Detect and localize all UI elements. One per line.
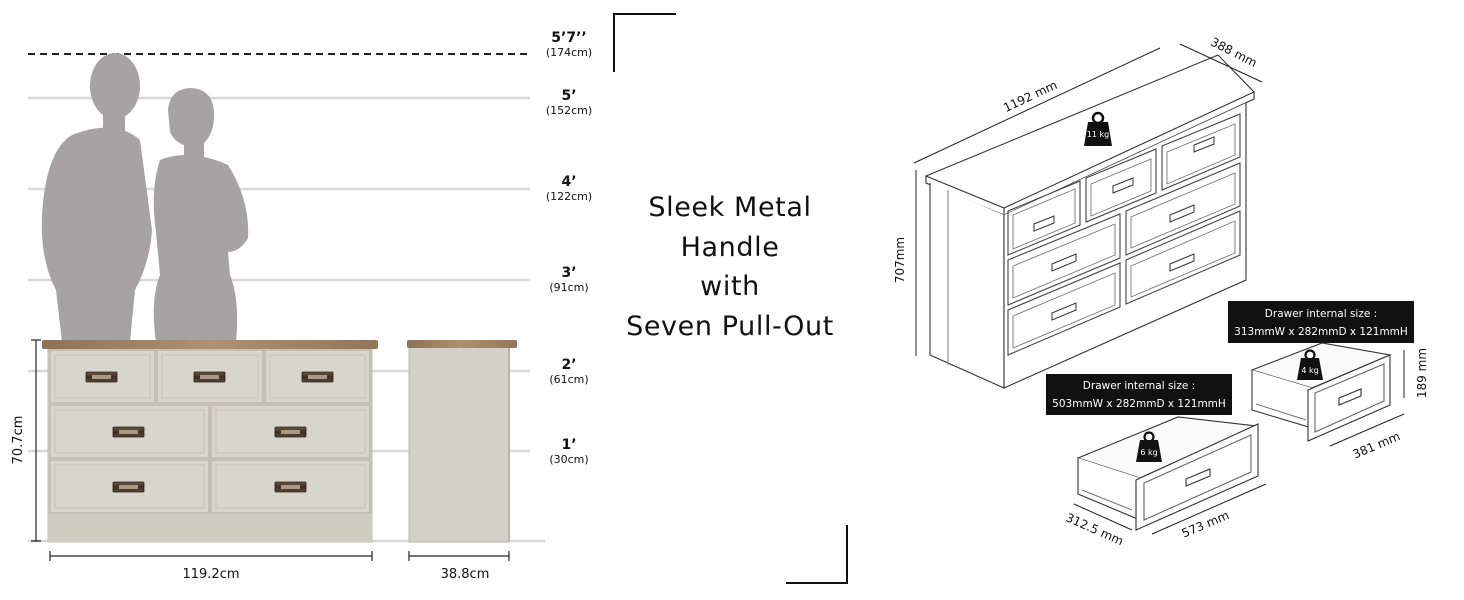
height-label-cm: (122cm) [546,190,592,203]
man-silhouette [41,53,152,342]
wood-top [42,340,378,349]
caption-dims: 503mmW x 282mmD x 121mmH [1052,398,1226,410]
woman-silhouette [153,88,249,342]
dresser-front-view [42,340,378,543]
height-label-ft: 2’ [561,357,576,373]
front-height-label: 70.7cm [11,416,26,465]
small-drawer-load: 4 kg [1297,349,1323,380]
large-drawer-load-label: 6 kg [1140,448,1157,457]
large-drawer-caption: Drawer internal size : 503mmW x 282mmD x… [1046,374,1232,415]
small-drawer-height-label: 189 mm [1415,348,1429,398]
height-label-ft: 3’ [561,265,576,281]
height-label-ft: 1’ [561,437,576,453]
large-drawer-depth-label: 312.5 mm [1064,510,1126,548]
height-label-ft: 5’ [561,88,576,104]
small-drawer-height-dim: 189 mm [1403,348,1429,398]
corner-bracket-top [613,13,676,72]
weight-icon [1297,358,1323,380]
top-load-weight: 11 kg [1084,111,1112,146]
height-label-cm: (152cm) [546,104,592,117]
feature-headline: Sleek Metal Handle with Seven Pull-Out [600,188,860,346]
side-depth-label: 38.8cm [441,567,490,582]
caption-dims: 313mmW x 282mmD x 121mmH [1234,326,1408,338]
iso-height-label: 707mm [893,237,907,283]
corner-bracket-bottom [786,525,848,584]
large-drawer-width-label: 573 mm [1180,508,1232,540]
weight-icon [1136,440,1162,462]
large-drawer-load: 6 kg [1136,431,1162,462]
small-drawer [1250,342,1392,442]
height-label-cm: (61cm) [549,373,588,386]
height-label-cm: (174cm) [546,46,592,59]
dresser-side-view [407,340,517,543]
side-depth-dimension: 38.8cm [408,551,510,582]
iso-width-label: 1192 mm [1001,78,1059,115]
height-label-ft: 5’7’’ [551,30,586,46]
weight-icon [1084,122,1112,146]
top-load-label: 11 kg [1087,130,1109,139]
headline-line: Handle [680,231,780,263]
small-drawer-caption: Drawer internal size : 313mmW x 282mmD x… [1228,301,1414,343]
height-label-ft: 4’ [561,174,576,190]
iso-height-dimension: 707mm [893,170,917,356]
large-drawer [1076,416,1259,531]
person-silhouettes [41,53,249,342]
small-drawer-load-label: 4 kg [1301,366,1318,375]
headline-line: with [700,271,760,302]
caption-title: Drawer internal size : [1265,308,1377,320]
front-height-dimension: 70.7cm [11,339,41,542]
caption-title: Drawer internal size : [1083,380,1195,392]
height-label-cm: (30cm) [549,453,588,466]
front-width-dimension: 119.2cm [49,551,373,582]
front-width-label: 119.2cm [182,567,239,582]
headline-line: Seven Pull-Out [626,310,834,342]
height-label-cm: (91cm) [549,281,588,294]
headline-line: Sleek Metal [648,192,812,223]
isometric-dresser [924,54,1255,389]
